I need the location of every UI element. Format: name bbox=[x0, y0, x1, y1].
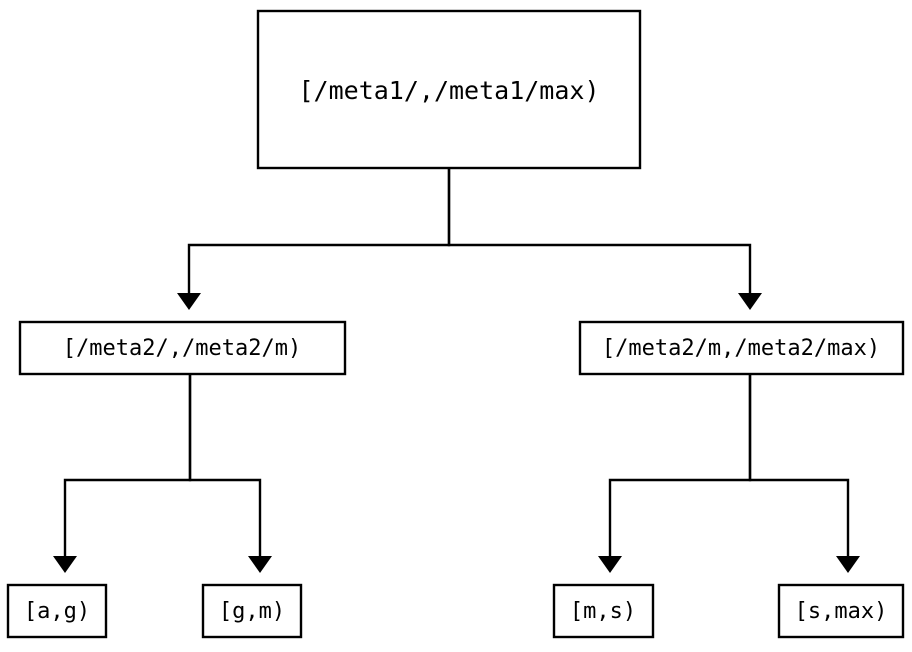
node-leaf-ms[interactable]: [m,s) bbox=[552, 583, 655, 639]
edge-path bbox=[748, 374, 850, 559]
node-leaf-gm-box[interactable] bbox=[201, 583, 303, 639]
arrowhead-icon bbox=[248, 556, 272, 573]
arrowhead-icon bbox=[177, 293, 201, 310]
node-leaf-ms-label: [m,s) bbox=[570, 599, 636, 624]
arrowhead-icon bbox=[598, 556, 622, 573]
edge-path bbox=[447, 168, 752, 296]
edge-mid-right-leaf-ms bbox=[598, 374, 752, 573]
edge-path bbox=[608, 374, 752, 559]
node-layer: [/meta1/,/meta1/max) [/meta2/,/meta2/m) … bbox=[6, 9, 905, 639]
edge-mid-left-leaf-gm bbox=[188, 374, 272, 573]
node-leaf-ms-box[interactable] bbox=[552, 583, 655, 639]
node-mid-right-box[interactable] bbox=[578, 320, 905, 376]
node-leaf-ag-label: [a,g) bbox=[24, 599, 90, 624]
arrowhead-icon bbox=[836, 556, 860, 573]
edge-layer bbox=[53, 168, 860, 573]
node-root-label: [/meta1/,/meta1/max) bbox=[298, 76, 599, 105]
node-leaf-smax-box[interactable] bbox=[777, 583, 905, 639]
node-mid-left-label: [/meta2/,/meta2/m) bbox=[63, 336, 301, 361]
node-leaf-smax-label: [s,max) bbox=[795, 599, 888, 624]
node-root[interactable]: [/meta1/,/meta1/max) bbox=[256, 9, 642, 170]
node-leaf-ag[interactable]: [a,g) bbox=[6, 583, 108, 639]
arrowhead-icon bbox=[53, 556, 77, 573]
node-mid-left-box[interactable] bbox=[18, 320, 347, 376]
edge-mid-left-leaf-ag bbox=[53, 374, 192, 573]
node-mid-left[interactable]: [/meta2/,/meta2/m) bbox=[18, 320, 347, 376]
node-mid-right-label: [/meta2/m,/meta2/max) bbox=[602, 336, 880, 361]
arrowhead-icon bbox=[738, 293, 762, 310]
node-leaf-gm[interactable]: [g,m) bbox=[201, 583, 303, 639]
node-leaf-ag-box[interactable] bbox=[6, 583, 108, 639]
edge-mid-right-leaf-smax bbox=[748, 374, 860, 573]
edge-path bbox=[63, 374, 192, 559]
edge-path bbox=[188, 374, 262, 559]
node-leaf-gm-label: [g,m) bbox=[219, 599, 285, 624]
node-mid-right[interactable]: [/meta2/m,/meta2/max) bbox=[578, 320, 905, 376]
edge-root-mid-left bbox=[177, 168, 451, 310]
edge-path bbox=[187, 168, 451, 296]
node-leaf-smax[interactable]: [s,max) bbox=[777, 583, 905, 639]
node-root-box[interactable] bbox=[256, 9, 642, 170]
edge-root-mid-right bbox=[447, 168, 762, 310]
